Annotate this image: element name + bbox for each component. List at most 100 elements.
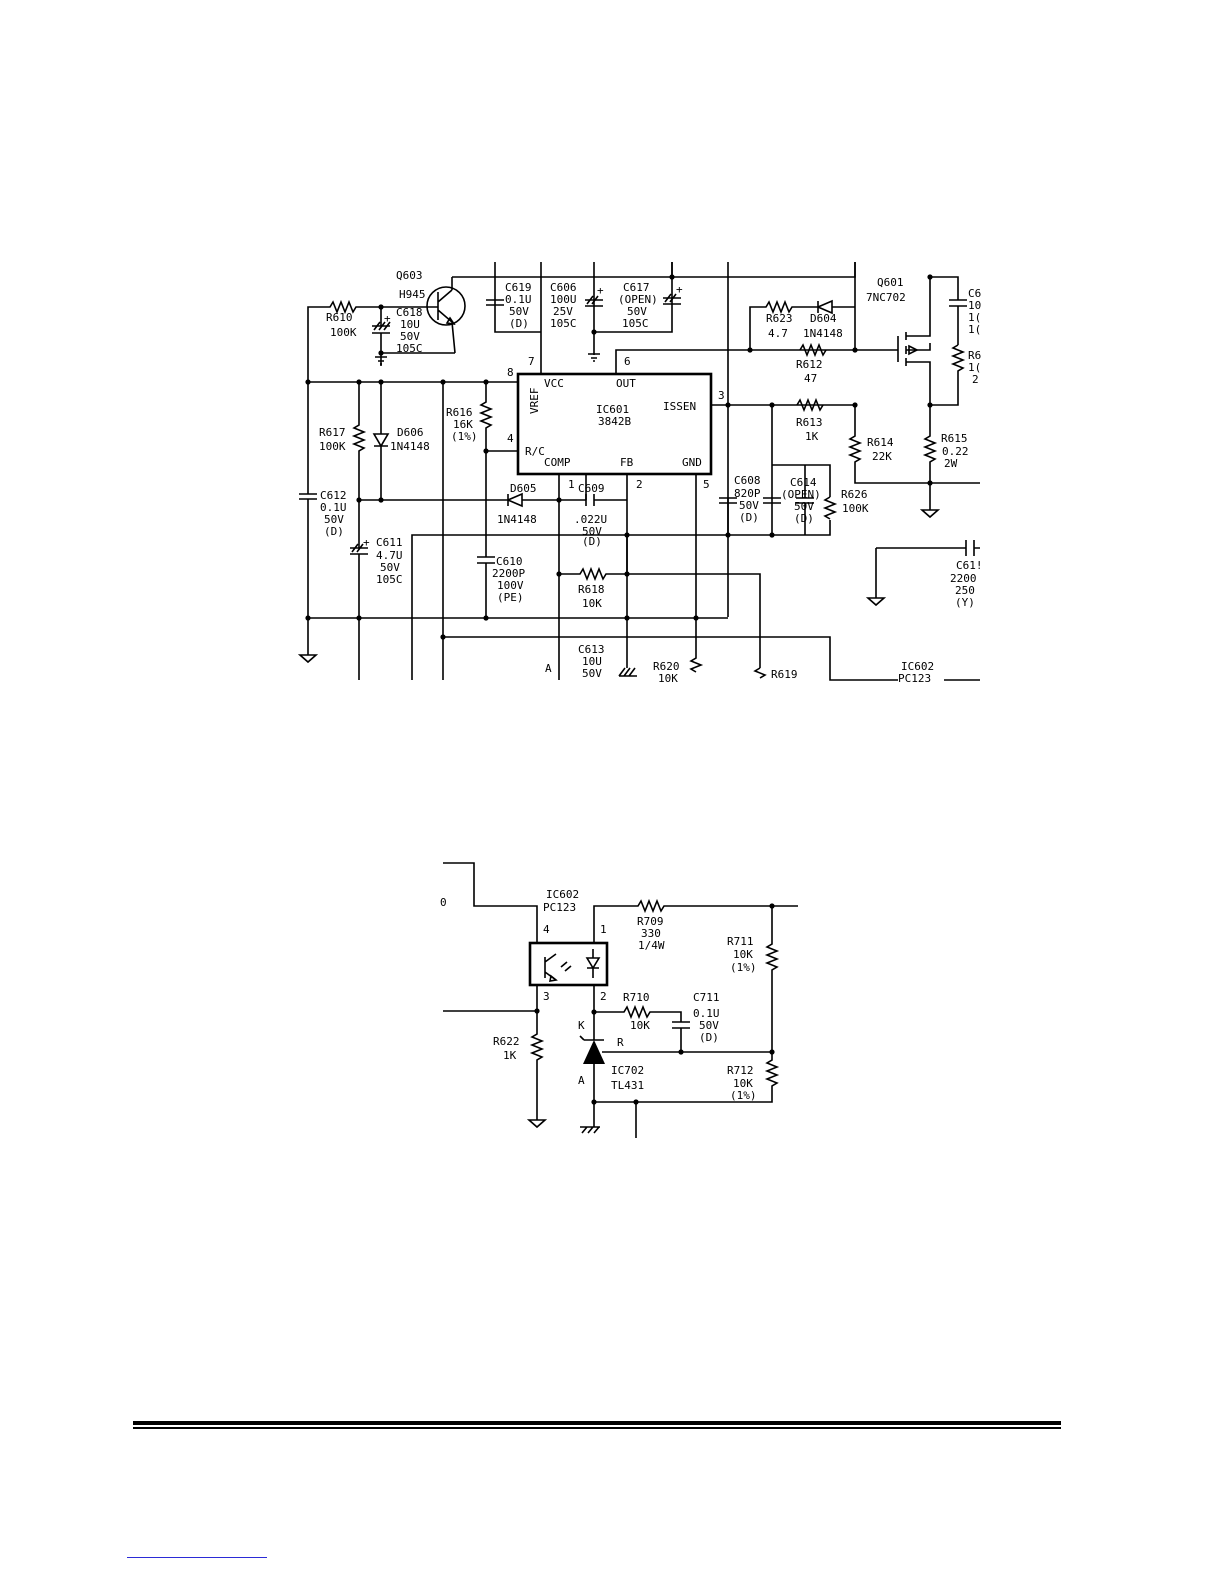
c614-ref: C614 — [790, 476, 817, 489]
c610-ref: C610 — [496, 555, 523, 568]
c6r-ref: C6 — [968, 287, 981, 300]
footer-link-underline[interactable] — [127, 1557, 267, 1558]
ic601-pinnum-8: 8 — [507, 366, 514, 379]
c618-v1: 10U — [400, 318, 420, 331]
c614-v1: (OPEN) — [781, 488, 821, 501]
c618-ref: C618 — [396, 306, 423, 319]
top-schematic: Q603 H945 R610 100K + C618 10U 50V 105C … — [297, 262, 983, 685]
ic601-body — [516, 372, 713, 476]
c613-v2: 50V — [582, 667, 602, 680]
d606-ref: D606 — [397, 426, 424, 439]
c619-v1: 0.1U — [505, 293, 532, 306]
r622-value: 1K — [503, 1049, 517, 1062]
r623-ref: R623 — [766, 312, 793, 325]
ic601-part: 3842B — [598, 415, 631, 428]
r613-ref: R613 — [796, 416, 823, 429]
c608-v2: 50V — [739, 499, 759, 512]
c711-v2: 50V — [699, 1019, 719, 1032]
c617-ref: C617 — [623, 281, 650, 294]
r616-ref: R616 — [446, 406, 473, 419]
c610-v3: (PE) — [497, 591, 524, 604]
c711-v1: 0.1U — [693, 1007, 720, 1020]
q603-ref: Q603 — [396, 269, 423, 282]
r712-v2: (1%) — [730, 1089, 757, 1102]
c611-v2: 50V — [380, 561, 400, 574]
c611-v1: 4.7U — [376, 549, 403, 562]
bottom-schematic: 0 IC602 PC123 4 1 3 2 R709 330 1/4W R711… — [440, 862, 798, 1138]
c610-v2: 100V — [497, 579, 524, 592]
c618-v3: 105C — [396, 342, 423, 355]
c618-v2: 50V — [400, 330, 420, 343]
c619-v2: 50V — [509, 305, 529, 318]
ic602-pin2: 2 — [600, 990, 607, 1003]
d605-part: 1N4148 — [497, 513, 537, 526]
c611-plus: + — [363, 536, 370, 549]
ic601-pinnum-7: 7 — [528, 355, 535, 368]
c615-v2: 250 — [955, 584, 975, 597]
r614-value: 22K — [872, 450, 892, 463]
c615-v3: (Y) — [955, 596, 975, 609]
ic601-pin-issen: ISSEN — [663, 400, 696, 413]
ic601-pin-vref: VREF — [528, 388, 541, 415]
c614-v3: (D) — [794, 512, 814, 525]
r626-value: 100K — [842, 502, 869, 515]
r710-ref: R710 — [623, 991, 650, 1004]
c613-v1: 10U — [582, 655, 602, 668]
r622-ref: R622 — [493, 1035, 520, 1048]
ic601-pinnum-6: 6 — [624, 355, 631, 368]
r709-v1: 330 — [641, 927, 661, 940]
ic702-part: TL431 — [611, 1079, 644, 1092]
c617-plus: + — [676, 283, 683, 296]
ic601-pinnum-3: 3 — [718, 389, 725, 402]
r711-v2: (1%) — [730, 961, 757, 974]
c609-v2: 50V — [582, 525, 602, 538]
ic601-pinnum-2: 2 — [636, 478, 643, 491]
r613-value: 1K — [805, 430, 819, 443]
r617-value: 100K — [319, 440, 346, 453]
r615-ref: R615 — [941, 432, 968, 445]
r615-v1: 0.22 — [942, 445, 969, 458]
ic601-pin-out: OUT — [616, 377, 636, 390]
r617-ref: R617 — [319, 426, 346, 439]
r620-v1: 10K — [658, 672, 678, 685]
ic702-a: A — [578, 1074, 585, 1087]
r623-value: 4.7 — [768, 327, 788, 340]
ic601-pin-gnd: GND — [682, 456, 702, 469]
c606-v1: 100U — [550, 293, 577, 306]
c612-v3: (D) — [324, 525, 344, 538]
ic601-pinnum-4: 4 — [507, 432, 514, 445]
d604-part: 1N4148 — [803, 327, 843, 340]
c609-ref: C609 — [578, 482, 605, 495]
r616-v1: 16K — [453, 418, 473, 431]
r711-ref: R711 — [727, 935, 754, 948]
r616-v2: (1%) — [451, 430, 478, 443]
c617-v3: 105C — [622, 317, 649, 330]
c609-v3: (D) — [582, 535, 602, 548]
c613-ref: C613 — [578, 643, 605, 656]
c611-v3: 105C — [376, 573, 403, 586]
ic601-pin-fb: FB — [620, 456, 634, 469]
c610-v1: 2200P — [492, 567, 525, 580]
r6r-v2: 2 — [972, 373, 979, 386]
r711-v1: 10K — [733, 948, 753, 961]
r618-ref: R618 — [578, 583, 605, 596]
c615-ref: C61! — [956, 559, 983, 572]
d605-ref: D605 — [510, 482, 537, 495]
c614-v2: 50V — [794, 500, 814, 513]
ic702-ref: IC702 — [611, 1064, 644, 1077]
c6r-v2: 1( — [968, 311, 981, 324]
c619-ref: C619 — [505, 281, 532, 294]
r612-value: 47 — [804, 372, 817, 385]
mosfet-q601 — [855, 277, 931, 405]
ic602-ref: IC602 — [546, 888, 579, 901]
r709-ref: R709 — [637, 915, 664, 928]
q601-part: 7NC702 — [866, 291, 906, 304]
c608-v1: 820P — [734, 487, 761, 500]
r626-ref: R626 — [841, 488, 868, 501]
r619-ref: R619 — [771, 668, 798, 681]
ic601-pin-vcc: VCC — [544, 377, 564, 390]
d604-ref: D604 — [810, 312, 837, 325]
c612-ref: C612 — [320, 489, 347, 502]
